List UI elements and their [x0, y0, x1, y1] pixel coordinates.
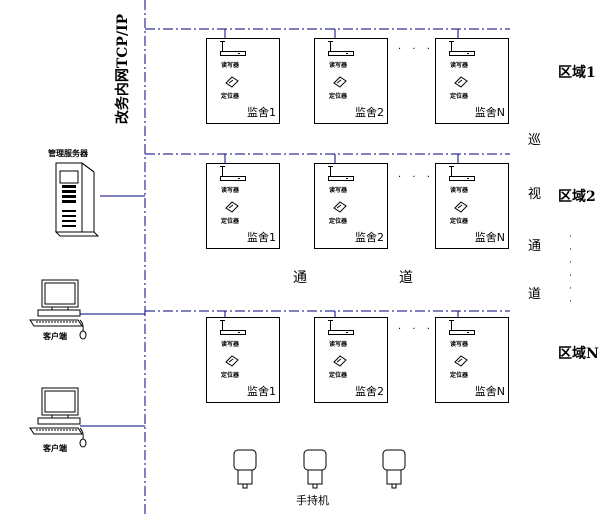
antenna-icon — [328, 166, 333, 176]
locator-icon — [454, 355, 468, 367]
locator-icon — [333, 355, 347, 367]
zone-label: 区域N — [558, 346, 599, 362]
patrol-char: 巡 — [528, 133, 542, 148]
locator-label: 定位器 — [450, 372, 469, 379]
cell-box: 读写器 定位器 监舍1 — [206, 38, 280, 124]
locator-label: 定位器 — [329, 93, 348, 100]
zone-label: 区域1 — [558, 65, 596, 81]
client-label: 客户端 — [43, 332, 67, 341]
server-label: 管理服务器 — [48, 149, 88, 158]
cell-separator-dots: · · · — [398, 324, 434, 335]
locator-icon — [225, 201, 239, 213]
cell-name: 监舍2 — [355, 385, 384, 398]
reader-label: 读写器 — [450, 187, 469, 194]
locator-label: 定位器 — [329, 372, 348, 379]
antenna-icon — [449, 320, 454, 330]
patrol-char: 通 — [528, 239, 542, 254]
antenna-icon — [449, 166, 454, 176]
locator-label: 定位器 — [221, 93, 240, 100]
locator-label: 定位器 — [450, 93, 469, 100]
antenna-icon — [220, 320, 225, 330]
cell-name: 监舍N — [474, 106, 505, 119]
locator-icon — [225, 355, 239, 367]
vertical-dots: · · · · · · — [569, 232, 572, 307]
reader-label: 读写器 — [221, 187, 240, 194]
server-tower-icon — [54, 162, 100, 237]
locator-label: 定位器 — [221, 218, 240, 225]
client-computer-icon — [29, 279, 87, 340]
cell-box: 读写器 定位器 监舍1 — [206, 317, 280, 403]
patrol-char: 视 — [528, 187, 542, 202]
reader-label: 读写器 — [329, 62, 348, 69]
reader-device-icon — [220, 176, 246, 181]
antenna-icon — [220, 166, 225, 176]
locator-icon — [454, 76, 468, 88]
reader-device-icon — [449, 176, 475, 181]
reader-label: 读写器 — [221, 341, 240, 348]
patrol-char: 道 — [528, 287, 542, 302]
cell-name: 监舍N — [474, 231, 505, 244]
cell-name: 监舍1 — [247, 106, 276, 119]
cell-box: 读写器 定位器 监舍N — [435, 317, 509, 403]
reader-label: 读写器 — [329, 341, 348, 348]
corridor-char: 道 — [399, 270, 413, 286]
antenna-icon — [328, 320, 333, 330]
cell-separator-dots: · · · — [398, 44, 434, 55]
client-label: 客户端 — [43, 444, 67, 453]
cell-separator-dots: · · · — [398, 172, 434, 183]
cell-box: 读写器 定位器 监舍1 — [206, 163, 280, 249]
locator-icon — [333, 76, 347, 88]
reader-label: 读写器 — [221, 62, 240, 69]
locator-label: 定位器 — [221, 372, 240, 379]
cell-name: 监舍N — [474, 385, 505, 398]
reader-label: 读写器 — [329, 187, 348, 194]
locator-icon — [333, 201, 347, 213]
cell-box: 读写器 定位器 监舍2 — [314, 163, 388, 249]
reader-device-icon — [449, 51, 475, 56]
cell-name: 监舍1 — [247, 385, 276, 398]
handheld-device-icon — [303, 449, 327, 489]
reader-device-icon — [328, 51, 354, 56]
cell-box: 读写器 定位器 监舍2 — [314, 317, 388, 403]
reader-device-icon — [449, 330, 475, 335]
reader-label: 读写器 — [450, 341, 469, 348]
corridor-char: 通 — [293, 270, 307, 286]
zone-label: 区域2 — [558, 189, 596, 205]
locator-icon — [454, 201, 468, 213]
cell-box: 读写器 定位器 监舍N — [435, 163, 509, 249]
reader-device-icon — [328, 330, 354, 335]
handheld-device-icon — [233, 449, 257, 489]
reader-device-icon — [220, 51, 246, 56]
reader-device-icon — [220, 330, 246, 335]
cell-box: 读写器 定位器 监舍N — [435, 38, 509, 124]
locator-label: 定位器 — [329, 218, 348, 225]
antenna-icon — [328, 41, 333, 51]
reader-label: 读写器 — [450, 62, 469, 69]
cell-name: 监舍1 — [247, 231, 276, 244]
antenna-icon — [220, 41, 225, 51]
reader-device-icon — [328, 176, 354, 181]
cell-name: 监舍2 — [355, 231, 384, 244]
network-label: 改务内网TCP/IP — [115, 13, 132, 125]
cell-box: 读写器 定位器 监舍2 — [314, 38, 388, 124]
client-computer-icon — [29, 387, 87, 448]
cell-name: 监舍2 — [355, 106, 384, 119]
handheld-device-icon — [382, 449, 406, 489]
locator-icon — [225, 76, 239, 88]
antenna-icon — [449, 41, 454, 51]
locator-label: 定位器 — [450, 218, 469, 225]
handheld-label: 手持机 — [296, 494, 329, 507]
